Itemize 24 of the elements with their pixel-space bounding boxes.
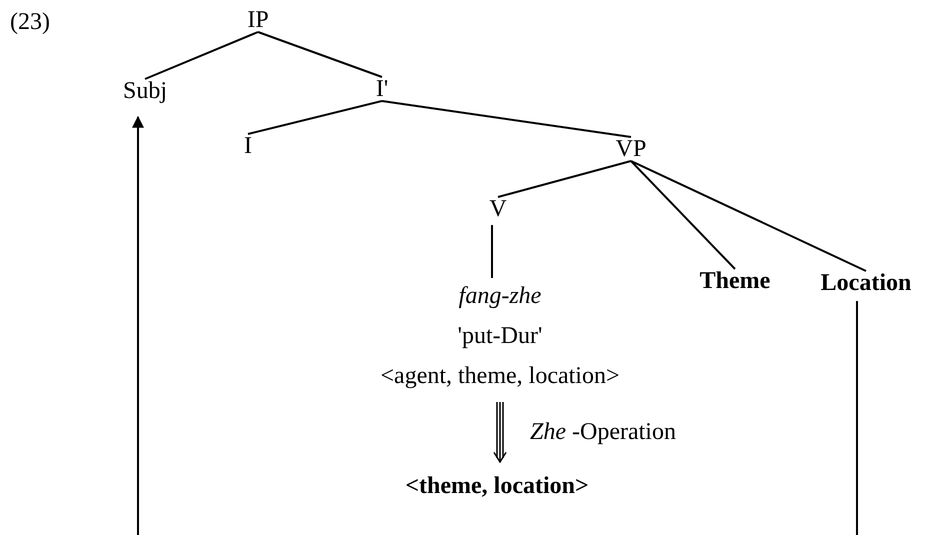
node-label: Subj — [123, 77, 167, 105]
edge-label: Zhe -Operation — [530, 418, 676, 446]
node-label: IP — [247, 6, 269, 34]
node-label: V — [489, 195, 507, 223]
tree-branch — [491, 225, 493, 278]
node-label: I' — [376, 75, 388, 103]
tree-branch — [630, 160, 736, 270]
node-label: Location — [820, 269, 912, 297]
verb-gloss: 'put-Dur' — [458, 322, 542, 351]
tree-branch — [258, 31, 382, 78]
tree-branch — [382, 100, 632, 138]
tree-branch — [630, 160, 866, 272]
example-number: (23) — [10, 8, 50, 36]
verb-form: fang-zhe — [458, 282, 542, 311]
tree-branch — [248, 100, 382, 135]
double-arrow — [493, 401, 507, 463]
arrow — [132, 116, 858, 535]
node-label: Theme — [700, 267, 770, 295]
argument-structure: <agent, theme, location> — [380, 362, 620, 391]
tree-branch — [144, 31, 258, 80]
node-label: <theme, location> — [405, 472, 589, 500]
node-label: I — [244, 132, 252, 160]
tree-branch — [498, 160, 632, 198]
node-label: VP — [616, 135, 646, 163]
